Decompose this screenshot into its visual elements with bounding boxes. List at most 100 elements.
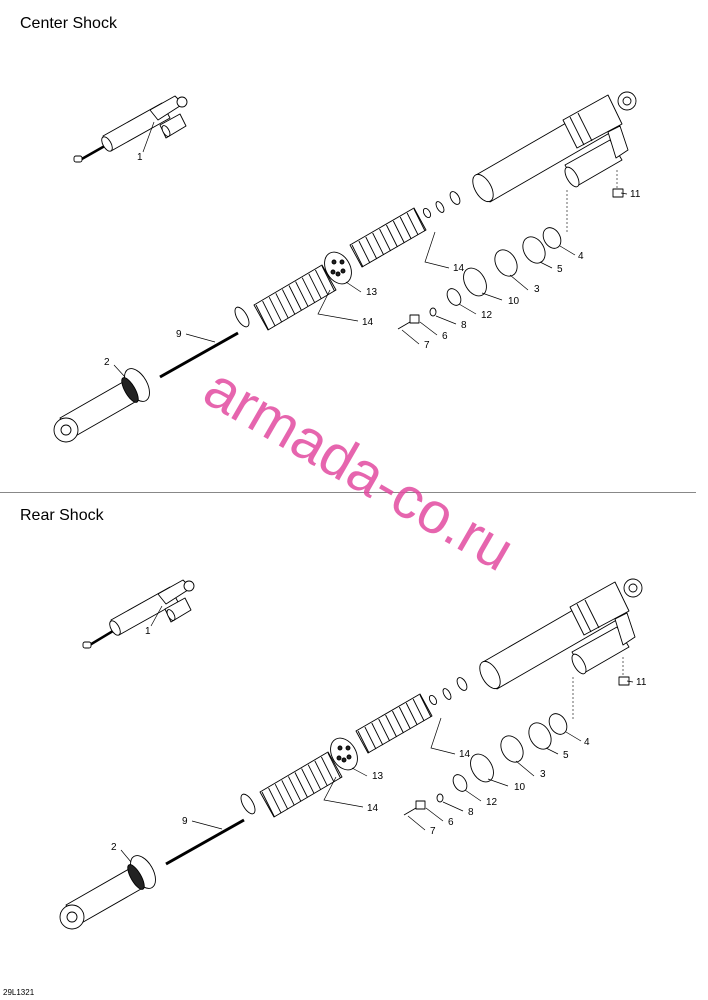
spring-coil xyxy=(281,780,295,806)
valve-stack xyxy=(422,191,461,219)
callout-10: 10 xyxy=(514,782,526,793)
part-10-bearing xyxy=(470,753,494,783)
spring-coil xyxy=(321,265,335,292)
spring-coil xyxy=(255,304,269,331)
spring-coil xyxy=(385,714,397,738)
callout-8: 8 xyxy=(461,320,467,331)
callout-1: 1 xyxy=(145,626,151,637)
spring-coil xyxy=(406,212,419,236)
callout-12: 12 xyxy=(481,310,493,321)
shock-body xyxy=(479,578,643,690)
spring-coil xyxy=(275,293,289,319)
callout-14: 14 xyxy=(367,803,379,814)
spring-coil xyxy=(399,216,412,240)
part-13-piston xyxy=(330,737,358,771)
part-9-shaft xyxy=(159,331,239,379)
part-8-o-ring xyxy=(436,793,444,803)
callout-labels: 1234567891011121314141234567891011121314… xyxy=(104,152,647,853)
part-13-piston xyxy=(324,251,352,285)
spring-coil xyxy=(358,240,371,264)
part-9-shaft xyxy=(165,818,245,866)
callout-8: 8 xyxy=(468,807,474,818)
callout-2: 2 xyxy=(104,357,110,368)
spring-coil xyxy=(268,296,283,323)
part-7-screw xyxy=(397,321,411,330)
part-6-bushing xyxy=(409,314,420,324)
drawing-code: 29L1321 xyxy=(3,988,35,997)
callout-7: 7 xyxy=(424,340,430,351)
spring-coil xyxy=(378,718,391,742)
watermark-text: armada-co.ru xyxy=(194,355,525,584)
spring-coil xyxy=(412,698,425,722)
part-2-lower-body xyxy=(53,368,150,443)
part-2-lower-body xyxy=(59,855,156,930)
callout-11: 11 xyxy=(630,189,641,200)
spring-coil xyxy=(364,726,377,750)
callout-9: 9 xyxy=(176,329,182,340)
part-3-cap xyxy=(494,249,518,277)
washer xyxy=(234,306,250,328)
spring-coil xyxy=(419,694,432,718)
callout-3: 3 xyxy=(540,769,546,780)
spring-coil xyxy=(365,236,378,260)
section-title-center-shock: Center Shock xyxy=(20,15,117,32)
valve-stack xyxy=(428,677,468,706)
callout-10: 10 xyxy=(508,296,520,307)
washer xyxy=(240,793,256,815)
callout-13: 13 xyxy=(366,287,378,298)
diagram-rear-shock xyxy=(59,578,643,930)
spring-coil xyxy=(308,273,322,300)
part-7-screw xyxy=(403,807,417,816)
spring-coil xyxy=(261,791,275,818)
part-10-bearing xyxy=(463,267,487,297)
callout-14: 14 xyxy=(459,749,471,760)
spring-coil xyxy=(327,752,341,779)
part-8-o-ring xyxy=(429,307,437,317)
callout-5: 5 xyxy=(563,750,569,761)
spring-coil xyxy=(314,760,328,787)
spring-coil xyxy=(307,764,322,790)
part-12-washer xyxy=(452,774,468,792)
spring-coil xyxy=(413,208,426,232)
spring-coil xyxy=(398,706,411,730)
part-14-spring-upper xyxy=(355,693,433,754)
shock-body xyxy=(472,91,637,203)
spring-coil xyxy=(357,730,370,754)
spring-coil xyxy=(288,285,302,311)
spring-coil xyxy=(268,787,282,814)
part-6-bushing xyxy=(415,800,426,810)
spring-coil xyxy=(392,710,404,734)
spring-coil xyxy=(281,289,296,315)
callout-14: 14 xyxy=(362,317,374,328)
part-14-spring-upper xyxy=(349,207,427,268)
callout-4: 4 xyxy=(584,737,590,748)
part-1-assembled-shock xyxy=(82,579,195,649)
spring-coil xyxy=(262,300,276,327)
spring-coil xyxy=(351,244,364,268)
spring-coil xyxy=(405,702,418,726)
part-1-assembled-shock xyxy=(73,95,188,163)
spring-coil xyxy=(371,722,384,746)
part-12-washer xyxy=(446,288,462,306)
callout-4: 4 xyxy=(578,251,584,262)
part-3-cap xyxy=(500,735,524,763)
spring-coil xyxy=(314,269,329,296)
callout-2: 2 xyxy=(111,842,117,853)
diagram-center-shock xyxy=(53,91,637,443)
leader-lines-rear xyxy=(120,605,634,863)
callout-12: 12 xyxy=(486,797,498,808)
spring-coil xyxy=(372,232,385,256)
callout-13: 13 xyxy=(372,771,384,782)
callout-14: 14 xyxy=(453,263,465,274)
spring-coil xyxy=(301,768,315,794)
callout-9: 9 xyxy=(182,816,188,827)
spring-coil xyxy=(274,783,289,810)
spring-coil xyxy=(379,228,391,252)
spring-coil xyxy=(287,776,302,802)
callout-6: 6 xyxy=(448,817,454,828)
callout-7: 7 xyxy=(430,826,436,837)
spring-coil xyxy=(295,281,309,307)
spring-coil xyxy=(320,756,335,783)
callout-11: 11 xyxy=(636,677,647,688)
